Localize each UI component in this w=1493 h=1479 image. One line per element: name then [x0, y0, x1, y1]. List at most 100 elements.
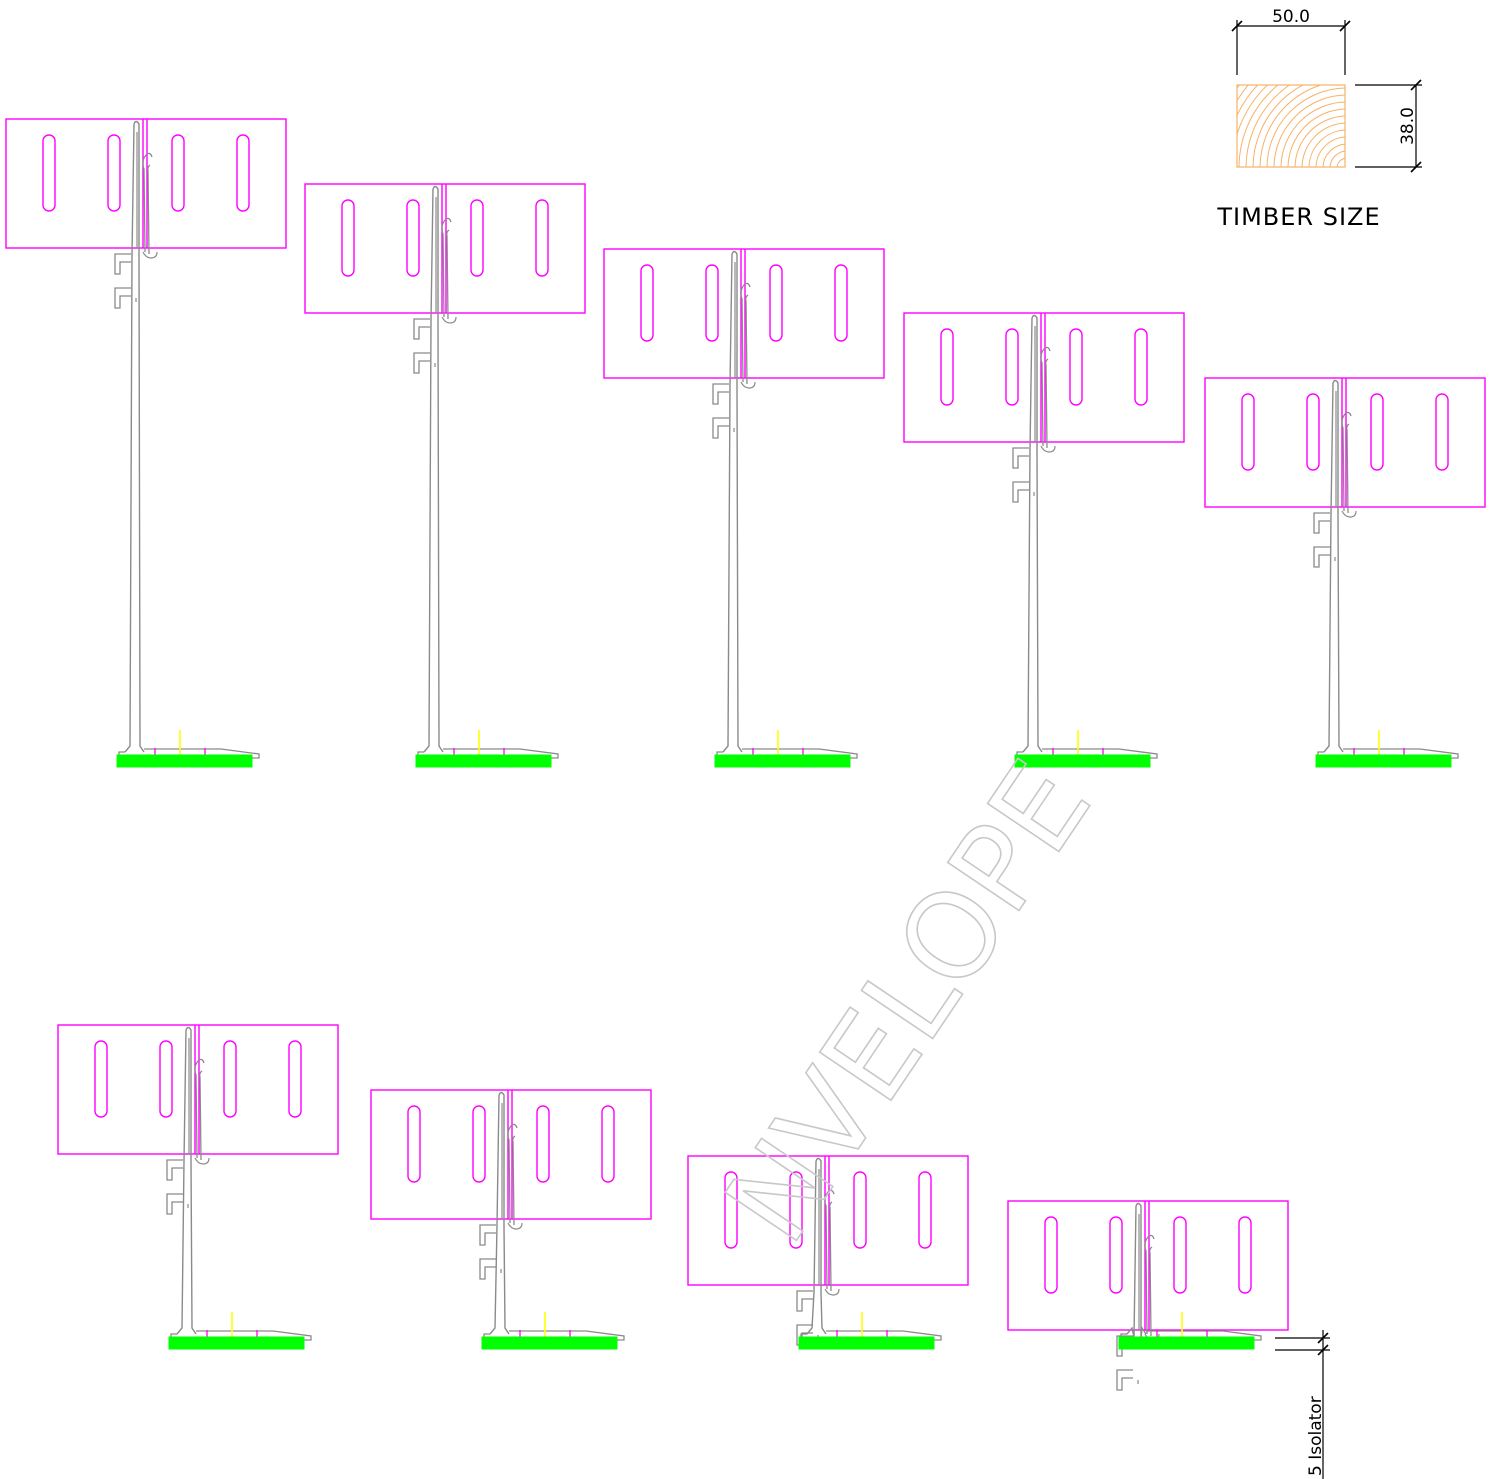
bracket-base — [483, 1330, 625, 1341]
isolator-dimension: 5 Isolator — [1275, 1330, 1330, 1479]
stem-notch — [1012, 447, 1029, 469]
dim-tick — [1317, 1332, 1329, 1344]
fixing-slot — [472, 1105, 486, 1183]
bracket-stem — [1126, 1205, 1137, 1338]
bracket-stem — [124, 123, 135, 753]
fixing-slot — [42, 134, 56, 212]
bracket-stem — [133, 120, 145, 753]
dim-tick — [1317, 1344, 1329, 1356]
bracket-stem — [1332, 379, 1344, 753]
grain-ring — [1315, 136, 1345, 167]
stem-notch — [712, 383, 729, 405]
grain-ring — [1237, 85, 1259, 117]
fixing-slot — [536, 1105, 550, 1183]
fixing-slot — [1241, 393, 1255, 471]
stem-notch — [1116, 1369, 1133, 1391]
stem-notch — [1313, 512, 1330, 534]
timber-size-title: TIMBER SIZE — [1216, 203, 1380, 231]
bracket-stem — [176, 1029, 187, 1335]
stem-notch — [1012, 481, 1029, 503]
isolator-pad — [1014, 754, 1151, 768]
fixing-slot — [1005, 328, 1019, 406]
hook-bottom — [740, 381, 756, 389]
dim-tick — [1410, 161, 1422, 173]
bracket-base — [118, 748, 260, 759]
bracket-assembly — [1007, 1200, 1289, 1391]
hook-bottom — [1040, 445, 1056, 453]
bracket-assembly — [5, 118, 287, 768]
fixing-slot — [640, 264, 654, 342]
hook-bottom — [507, 1222, 523, 1230]
isolator-label: 5 Isolator — [1306, 1396, 1326, 1476]
hook-bottom — [1341, 510, 1357, 518]
isolator-pad — [714, 754, 851, 768]
bracket-stem — [489, 1094, 500, 1335]
fixing-slot — [1435, 393, 1449, 471]
timber-plate — [57, 1024, 339, 1155]
fixing-slot — [769, 264, 783, 342]
bracket-stem — [806, 1160, 817, 1335]
bracket-base — [1120, 1330, 1262, 1341]
fixing-slot — [535, 199, 549, 277]
bracket-stem — [815, 1157, 827, 1335]
timber-size-detail: 50.0 38.0 TIMBER SIZE — [1204, 7, 1490, 311]
fixing-slot — [288, 1040, 302, 1118]
bracket-hook — [441, 217, 452, 320]
isolator-pad — [415, 754, 552, 768]
fixing-slot — [159, 1040, 173, 1118]
fixing-slot — [223, 1040, 237, 1118]
fixing-slot — [789, 1171, 803, 1249]
bracket-assembly — [304, 183, 586, 768]
isolator-pad — [1315, 754, 1452, 768]
timber-plate — [603, 248, 885, 379]
isolator-pad — [116, 754, 253, 768]
bracket-stem — [1135, 1202, 1147, 1339]
fixing-slot — [1134, 328, 1148, 406]
bracket-base — [716, 748, 858, 759]
grain-ring — [1237, 85, 1249, 102]
fixing-slot — [470, 199, 484, 277]
fixing-slot — [1173, 1216, 1187, 1294]
timber-plate — [5, 118, 287, 249]
bracket-base — [1016, 748, 1158, 759]
fixing-slot — [834, 264, 848, 342]
hook-bottom — [824, 1288, 840, 1296]
dim-tick — [1231, 20, 1243, 32]
fixing-slot — [724, 1171, 738, 1249]
stem-notch — [114, 253, 131, 275]
bracket-hook — [507, 1123, 518, 1226]
timber-plate — [687, 1155, 969, 1286]
fixing-slot — [94, 1040, 108, 1118]
timber-plate — [304, 183, 586, 314]
grain-ring — [1204, 25, 1490, 311]
bracket-assembly — [57, 1024, 339, 1350]
bracket-stem — [722, 253, 733, 753]
fixing-slot — [1069, 328, 1083, 406]
fixing-slot — [1044, 1216, 1058, 1294]
bracket-hook — [1144, 1234, 1155, 1337]
grain-ring — [1237, 85, 1269, 137]
bracket-stem — [731, 250, 743, 753]
fixing-slot — [705, 264, 719, 342]
stem-notch — [479, 1258, 496, 1280]
bracket-stem — [185, 1026, 197, 1335]
bracket-hook — [194, 1058, 205, 1161]
bracket-assembly — [603, 248, 885, 768]
fixing-slot — [341, 199, 355, 277]
fixing-slot — [918, 1171, 932, 1249]
timber-plate — [1204, 377, 1486, 508]
fixing-slot — [107, 134, 121, 212]
grain-ring — [1308, 129, 1345, 167]
bracket-stem — [1022, 317, 1033, 753]
stem-notch — [1313, 546, 1330, 568]
stem-notch — [413, 352, 430, 374]
bracket-assembly — [687, 1155, 969, 1350]
bracket-hook — [740, 282, 751, 385]
fixing-slot — [1238, 1216, 1252, 1294]
grain-ring — [1301, 122, 1345, 167]
isolator-pad — [1118, 1336, 1255, 1350]
fixing-slot — [236, 134, 250, 212]
isolator-pad — [168, 1336, 305, 1350]
bracket-assembly — [1204, 377, 1486, 768]
bracket-stem — [1323, 382, 1334, 753]
